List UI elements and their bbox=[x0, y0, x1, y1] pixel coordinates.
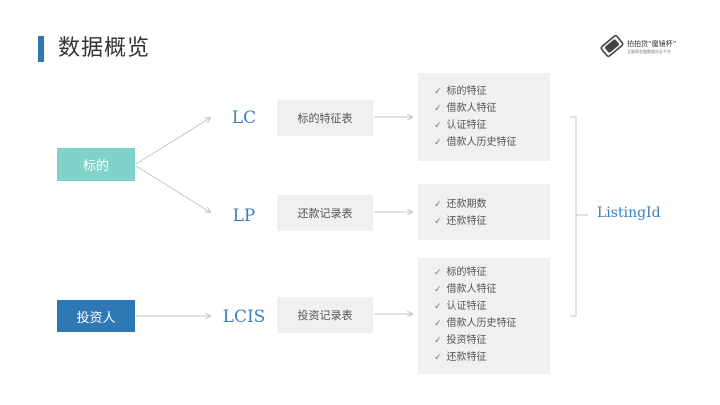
feature-item: ✓认证特征 bbox=[434, 301, 487, 312]
arrow-biaode-lc bbox=[135, 118, 210, 165]
feature-item: ✓借款人历史特征 bbox=[434, 137, 517, 148]
source-investor: 投资人 bbox=[57, 300, 135, 332]
check-icon: ✓ bbox=[434, 87, 442, 97]
check-icon: ✓ bbox=[434, 319, 442, 329]
feature-item: ✓还款特征 bbox=[434, 352, 487, 363]
features-lc: ✓标的特征 ✓借款人特征 ✓认证特征 ✓借款人历史特征 bbox=[418, 73, 550, 161]
code-lcis: LCIS bbox=[222, 307, 266, 327]
feature-item: ✓认证特征 bbox=[434, 120, 487, 131]
feature-item: ✓还款期数 bbox=[434, 199, 487, 210]
table-lc: 标的特征表 bbox=[277, 100, 373, 136]
feature-item: ✓标的特征 bbox=[434, 86, 487, 97]
arrow-biaode-lp bbox=[135, 165, 210, 212]
table-lp: 还款记录表 bbox=[277, 195, 373, 231]
feature-item: ✓投资特征 bbox=[434, 335, 487, 346]
check-icon: ✓ bbox=[434, 336, 442, 346]
features-lcis: ✓标的特征 ✓借款人特征 ✓认证特征 ✓借款人历史特征 ✓投资特征 ✓还款特征 bbox=[418, 258, 550, 374]
feature-item: ✓标的特征 bbox=[434, 267, 487, 278]
check-icon: ✓ bbox=[434, 104, 442, 114]
check-icon: ✓ bbox=[434, 121, 442, 131]
listing-id-label: ListingId bbox=[597, 205, 661, 221]
check-icon: ✓ bbox=[434, 268, 442, 278]
logo: 拍拍贷“魔镜杯” 互联网金融数据社区平台 bbox=[598, 32, 698, 62]
logo-icon bbox=[600, 34, 624, 58]
check-icon: ✓ bbox=[434, 217, 442, 227]
listingid-bracket bbox=[570, 116, 577, 317]
source-biaode: 标的 bbox=[57, 148, 135, 181]
logo-text-sub: 互联网金融数据社区平台 bbox=[627, 49, 671, 54]
features-lp: ✓还款期数 ✓还款特征 bbox=[418, 184, 550, 240]
code-lp: LP bbox=[232, 206, 256, 226]
code-lc: LC bbox=[231, 108, 257, 128]
check-icon: ✓ bbox=[434, 200, 442, 210]
feature-item: ✓借款人历史特征 bbox=[434, 318, 517, 329]
logo-text-main: 拍拍贷“魔镜杯” bbox=[627, 40, 677, 48]
check-icon: ✓ bbox=[434, 285, 442, 295]
table-lcis: 投资记录表 bbox=[277, 297, 373, 333]
feature-item: ✓借款人特征 bbox=[434, 103, 497, 114]
page-title: 数据概览 bbox=[58, 36, 151, 61]
feature-item: ✓借款人特征 bbox=[434, 284, 497, 295]
title-accent-bar bbox=[38, 36, 44, 62]
check-icon: ✓ bbox=[434, 353, 442, 363]
check-icon: ✓ bbox=[434, 138, 442, 148]
check-icon: ✓ bbox=[434, 302, 442, 312]
feature-item: ✓还款特征 bbox=[434, 216, 487, 227]
